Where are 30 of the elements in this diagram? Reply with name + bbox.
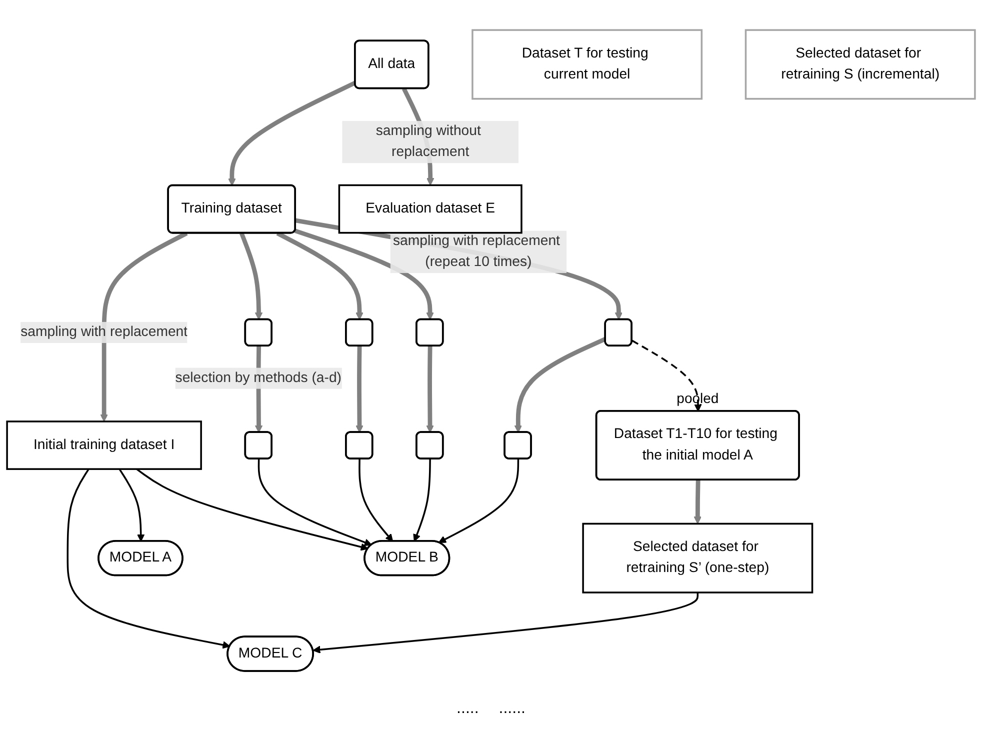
node-box: Initial training dataset I <box>6 420 202 470</box>
node-box: Evaluation dataset E <box>338 184 522 234</box>
arrow <box>294 228 434 320</box>
node-box: Selected dataset for retraining S’ (one-step) <box>582 522 814 593</box>
arrow <box>694 480 702 524</box>
arrow <box>276 230 364 320</box>
node-caption: pooled <box>676 390 719 406</box>
arrow <box>240 232 263 320</box>
arrow <box>136 468 368 550</box>
arrow <box>413 458 431 542</box>
edge-label: sampling without replacement <box>376 123 481 160</box>
node-box: Dataset T for testing current model <box>472 28 703 100</box>
arrow <box>118 468 145 542</box>
arrow <box>66 468 230 648</box>
arrow <box>438 458 520 542</box>
ellipsis-text: ...... <box>498 700 526 718</box>
arrow <box>426 346 434 432</box>
arrow <box>312 592 699 654</box>
arrow <box>356 346 364 432</box>
arrow <box>632 339 702 412</box>
arrow <box>358 458 394 542</box>
arrow <box>514 336 606 432</box>
arrow <box>258 458 372 546</box>
arrow <box>100 230 188 422</box>
ellipsis-text: ..... <box>456 700 479 718</box>
arrow <box>228 80 356 186</box>
edge-label: selection by methods (a-d) <box>175 370 342 385</box>
node-box: Selected dataset for retraining S (incremental) <box>744 28 976 100</box>
edge-label: sampling with replacement <box>20 324 188 339</box>
edge-label: sampling with replacement (repeat 10 times) <box>392 232 560 270</box>
